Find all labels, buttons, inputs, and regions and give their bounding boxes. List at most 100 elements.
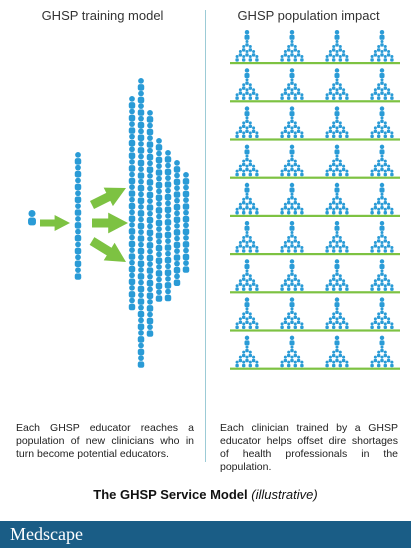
- person-icon: [331, 284, 336, 291]
- person-icon: [137, 128, 145, 141]
- person-icon: [286, 350, 291, 358]
- person-icon: [379, 30, 385, 40]
- person-icon: [245, 126, 249, 134]
- person-icon: [74, 254, 82, 267]
- person-icon: [128, 184, 136, 197]
- person-icon: [248, 360, 253, 368]
- person-icon: [290, 164, 294, 172]
- person-icon: [238, 202, 243, 210]
- person-icon: [293, 121, 298, 129]
- population-divider-bar: [230, 138, 400, 141]
- person-icon: [289, 259, 295, 269]
- person-icon: [338, 55, 343, 62]
- person-icon: [300, 131, 304, 139]
- person-icon: [290, 88, 294, 95]
- person-icon: [182, 235, 190, 248]
- person-icon: [248, 93, 253, 100]
- person-icon: [74, 177, 82, 191]
- person-icon: [328, 355, 333, 363]
- person-icon: [370, 207, 374, 215]
- person-icon: [245, 78, 249, 85]
- person-icon: [248, 312, 253, 320]
- person-icon: [128, 259, 136, 273]
- person-icon: [293, 207, 298, 215]
- person-icon: [238, 317, 243, 325]
- person-icon: [283, 202, 288, 210]
- person-icon: [146, 223, 154, 236]
- person-icon: [238, 241, 243, 248]
- person-icon: [338, 246, 343, 253]
- population-impact-panel: GHSP population impact: [206, 0, 411, 420]
- person-icon: [380, 192, 384, 200]
- person-icon: [331, 207, 336, 215]
- person-icon: [376, 93, 381, 100]
- person-icon: [373, 202, 378, 210]
- person-icon: [74, 228, 82, 242]
- person-icon: [248, 159, 253, 167]
- person-icon: [334, 182, 340, 193]
- person-icon: [338, 197, 343, 205]
- person-icon: [290, 154, 294, 162]
- person-icon: [390, 284, 394, 291]
- person-icon: [248, 131, 253, 139]
- person-icon: [335, 269, 339, 276]
- person-icon: [289, 30, 295, 40]
- model-title-text: The GHSP Service Model: [93, 487, 248, 502]
- person-icon: [146, 135, 154, 148]
- person-icon: [290, 40, 294, 47]
- person-icon: [345, 93, 349, 100]
- person-icon: [341, 88, 346, 95]
- person-icon: [331, 236, 336, 243]
- person-icon: [128, 96, 136, 109]
- person-icon: [248, 246, 253, 253]
- person-icon: [338, 284, 343, 291]
- person-icon: [173, 210, 181, 223]
- person-icon: [235, 131, 239, 139]
- person-icon: [376, 207, 381, 215]
- person-icon: [245, 154, 249, 162]
- person-icon: [286, 121, 291, 129]
- population-divider-bar: [230, 176, 400, 179]
- person-icon: [137, 103, 145, 116]
- person-icon: [241, 246, 246, 253]
- person-icon: [146, 147, 154, 161]
- person-icon: [335, 317, 339, 325]
- person-icon: [173, 185, 181, 198]
- person-icon: [251, 317, 256, 325]
- person-icon: [380, 231, 384, 238]
- person-icon: [386, 202, 391, 210]
- person-icon: [373, 88, 378, 95]
- person-icon: [380, 241, 384, 248]
- person-icon: [325, 131, 329, 139]
- person-icon: [335, 231, 339, 238]
- person-icon: [383, 45, 388, 52]
- person-icon: [137, 355, 145, 368]
- person-icon: [296, 317, 301, 325]
- person-icon: [245, 345, 249, 353]
- person-icon: [290, 126, 294, 134]
- person-icon: [245, 116, 249, 124]
- person-icon: [245, 40, 249, 47]
- person-icon: [341, 50, 346, 57]
- person-icon: [338, 312, 343, 320]
- person-icon: [241, 93, 246, 100]
- person-icon: [146, 122, 154, 136]
- person-icon: [289, 106, 295, 117]
- person-icon: [335, 202, 339, 210]
- person-icon: [345, 246, 349, 253]
- person-icon: [380, 307, 384, 315]
- person-icon: [376, 197, 381, 205]
- person-icon: [328, 164, 333, 172]
- person-icon: [241, 55, 246, 62]
- person-icon: [137, 204, 145, 217]
- person-icon: [286, 197, 291, 205]
- person-icon: [245, 317, 249, 325]
- person-icon: [383, 197, 388, 205]
- person-icon: [164, 288, 172, 302]
- person-icon: [251, 355, 256, 363]
- person-icon: [155, 175, 163, 189]
- person-icon: [335, 241, 339, 248]
- person-icon: [280, 360, 284, 368]
- person-icon: [335, 126, 339, 134]
- person-icon: [293, 322, 298, 330]
